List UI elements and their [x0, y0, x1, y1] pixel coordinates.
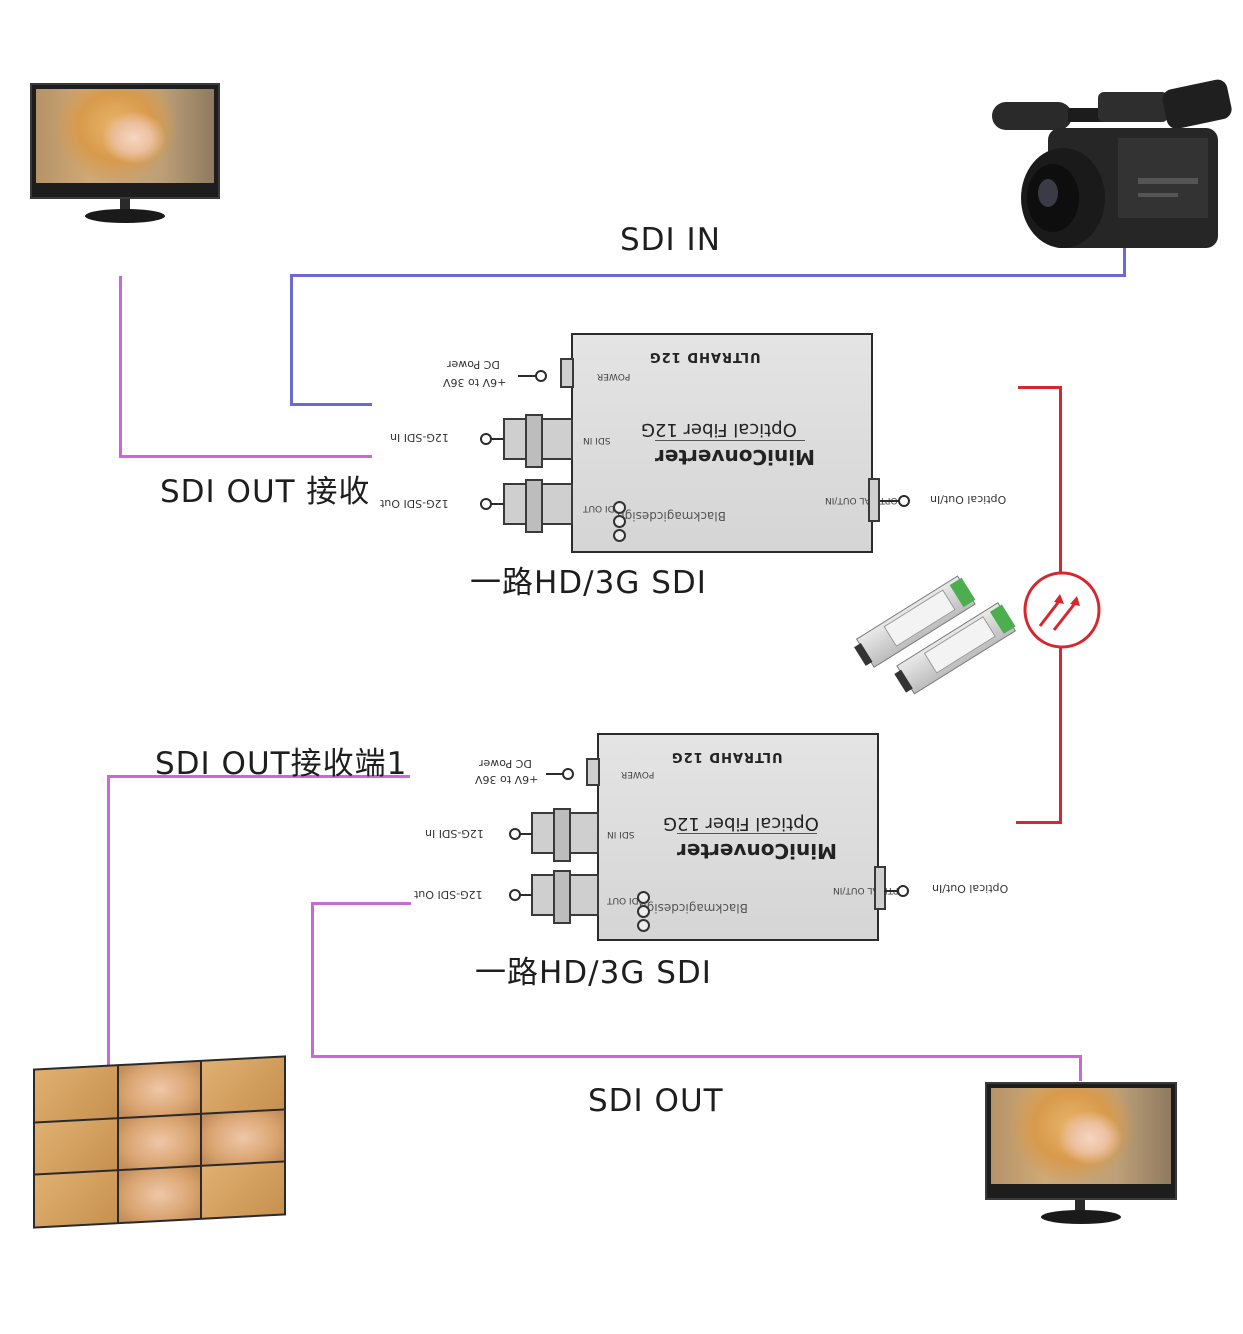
callout-sdi-in-top: 12G-SDI In [390, 431, 449, 444]
sdi-out-wire-wall-vertical [107, 775, 110, 1067]
sdi-in-wire-to-box [290, 403, 372, 406]
converter-top-product2: Optical Fiber 12G [641, 419, 797, 440]
camcorder-icon [992, 79, 1232, 248]
converter-top-product: MiniConverter [655, 445, 815, 469]
sdi-in-wire-horizontal [291, 274, 1126, 277]
converter-bottom-maker: Blackmagicdesign [639, 901, 748, 915]
converter-bottom-sdiin-label: SDI IN [607, 829, 635, 839]
converter-bottom-power-label: POWER [621, 769, 655, 779]
label-sdi-in: SDI IN [620, 222, 721, 258]
converter-top-brand: ULTRAHD 12G [649, 349, 761, 364]
callout-sdi-out-bottom: 12G-SDI Out [414, 888, 483, 901]
fiber-wire-bottom [1016, 821, 1062, 824]
converter-bottom-product2: Optical Fiber 12G [663, 813, 819, 834]
sdi-out-wire-wall-horizontal [108, 775, 410, 778]
sdi-out-wire-br-top [311, 902, 411, 905]
sdi-out-wire-br-vertical [311, 902, 314, 1058]
callout-optical-bottom: Optical Out/In [932, 882, 1009, 895]
sdi-out-wire-br-drop [1079, 1055, 1082, 1081]
converter-top-sdi-in-bnc [503, 414, 573, 468]
sdi-out-wire-top-vertical [119, 276, 122, 458]
converter-top-maker: Blackmagicdesign [617, 509, 726, 523]
sfp-module-icon [826, 531, 1027, 729]
converter-bottom-brand: ULTRAHD 12G [671, 749, 783, 764]
callout-sdi-out-top: 12G-SDI Out [380, 497, 449, 510]
fiber-signal-icon [1023, 571, 1101, 649]
converter-top-sdi-out-bnc [503, 479, 573, 533]
converter-top-power-label: POWER [597, 371, 631, 381]
label-sdi-out: SDI OUT [588, 1083, 724, 1119]
converter-bottom-product: MiniConverter [677, 839, 837, 863]
video-wall-icon [33, 1055, 286, 1229]
converter-bottom-optical-port [874, 866, 886, 910]
callout-voltage-top: +6V to 36V [443, 376, 507, 389]
callout-sdi-in-bottom: 12G-SDI In [425, 827, 484, 840]
converter-top-optical-port [868, 478, 880, 522]
sdi-in-wire-vertical-cam [1123, 226, 1126, 276]
monitor-icon [985, 1082, 1177, 1200]
callout-voltage-bottom: +6V to 36V [475, 773, 539, 786]
monitor-bottom-right [985, 1082, 1177, 1230]
callout-dc-power-top: DC Power [447, 358, 500, 371]
monitor-icon [30, 83, 220, 199]
converter-top-power-port [560, 358, 574, 388]
converter-top: ULTRAHD 12G MiniConverter Optical Fiber … [571, 333, 898, 553]
callout-optical-top: Optical Out/In [930, 493, 1007, 506]
converter-bottom-sdi-out-bnc [531, 870, 599, 924]
sdi-in-wire-vertical-left [290, 274, 293, 405]
label-single-hd-1: 一路HD/3G SDI [470, 565, 707, 601]
sdi-out-wire-br-horizontal [311, 1055, 1082, 1058]
label-sdi-out-recv-1: SDI OUT接收端1 [155, 746, 408, 782]
callout-dc-power-bottom: DC Power [479, 757, 532, 770]
label-single-hd-2: 一路HD/3G SDI [475, 955, 712, 991]
converter-top-sdiin-label: SDI IN [583, 435, 611, 445]
label-sdi-out-recv: SDI OUT 接收 [160, 474, 371, 510]
fiber-wire-top [1018, 386, 1061, 389]
converter-bottom: ULTRAHD 12G MiniConverter Optical Fiber … [597, 733, 906, 941]
sdi-out-wire-top-horizontal [119, 455, 372, 458]
converter-bottom-sdi-in-bnc [531, 808, 599, 862]
monitor-top-left [30, 83, 220, 228]
converter-bottom-power-port [586, 758, 600, 786]
